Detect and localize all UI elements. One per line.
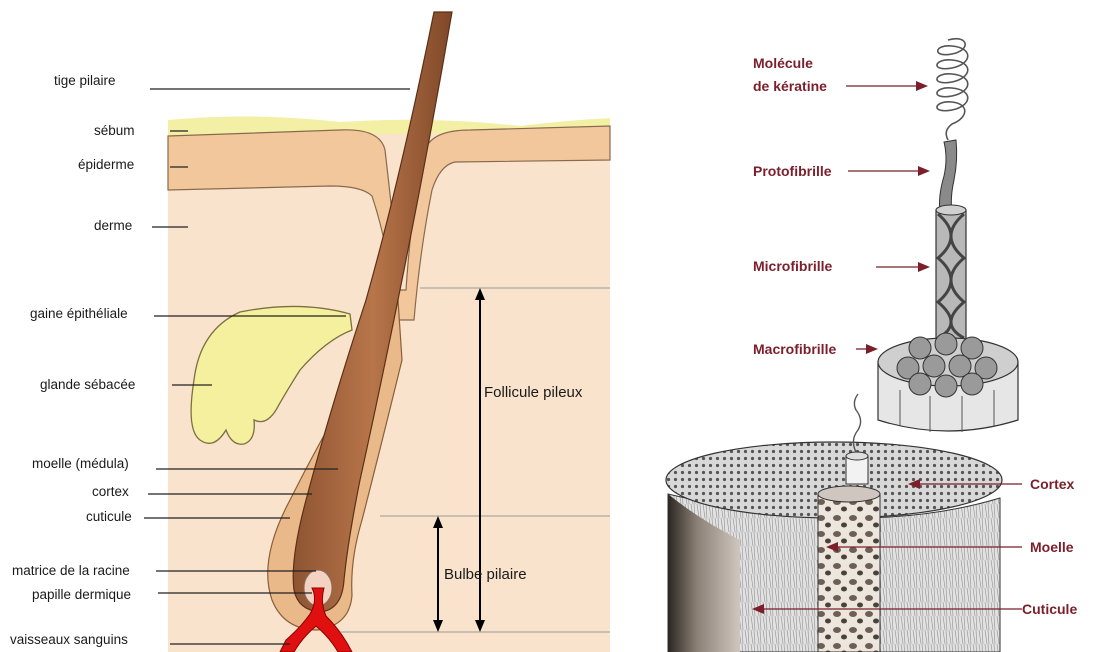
label-derme: derme bbox=[94, 218, 132, 233]
arrow-protofibrille bbox=[918, 166, 930, 176]
label-tige-pilaire: tige pilaire bbox=[54, 73, 116, 88]
hair-follicle-diagram: Follicule pileux Bulbe pilaire tige pila… bbox=[10, 12, 610, 652]
follicle-range-label: Follicule pileux bbox=[484, 384, 583, 401]
label-keratine-line1: Molécule bbox=[753, 55, 813, 71]
label-moelle-right: Moelle bbox=[1030, 539, 1074, 555]
label-cuticule: cuticule bbox=[86, 509, 132, 524]
medulla-top bbox=[818, 486, 880, 502]
label-matrice: matrice de la racine bbox=[12, 563, 130, 578]
keratin-molecule bbox=[937, 39, 968, 140]
label-keratine-line2: de kératine bbox=[753, 78, 827, 94]
label-papille: papille dermique bbox=[32, 587, 131, 602]
label-macrofibrille: Macrofibrille bbox=[753, 341, 836, 357]
label-cuticule-right: Cuticule bbox=[1022, 601, 1077, 617]
arrow-microfibrille bbox=[918, 262, 930, 272]
hair-fiber-diagram: Molécule de kératine Protofibrille Micro… bbox=[666, 39, 1077, 652]
arrow-macrofibrille bbox=[866, 344, 878, 354]
label-vaisseaux: vaisseaux sanguins bbox=[10, 632, 128, 647]
bulb-range-label: Bulbe pilaire bbox=[444, 566, 527, 583]
label-moelle: moelle (médula) bbox=[32, 456, 129, 471]
medulla-column bbox=[818, 494, 880, 652]
label-sebum: sébum bbox=[94, 123, 135, 138]
emerging-fiber-top bbox=[846, 452, 868, 460]
label-epiderme: épiderme bbox=[78, 157, 134, 172]
label-cortex: cortex bbox=[92, 484, 129, 499]
label-cortex-right: Cortex bbox=[1030, 476, 1075, 492]
label-glande-sebacee: glande sébacée bbox=[40, 377, 135, 392]
microfibril-top bbox=[936, 205, 966, 215]
label-microfibrille: Microfibrille bbox=[753, 258, 833, 274]
arrow-keratine bbox=[916, 81, 928, 91]
label-gaine-epitheliale: gaine épithéliale bbox=[30, 306, 128, 321]
protofibril bbox=[940, 140, 957, 212]
label-protofibrille: Protofibrille bbox=[753, 163, 832, 179]
